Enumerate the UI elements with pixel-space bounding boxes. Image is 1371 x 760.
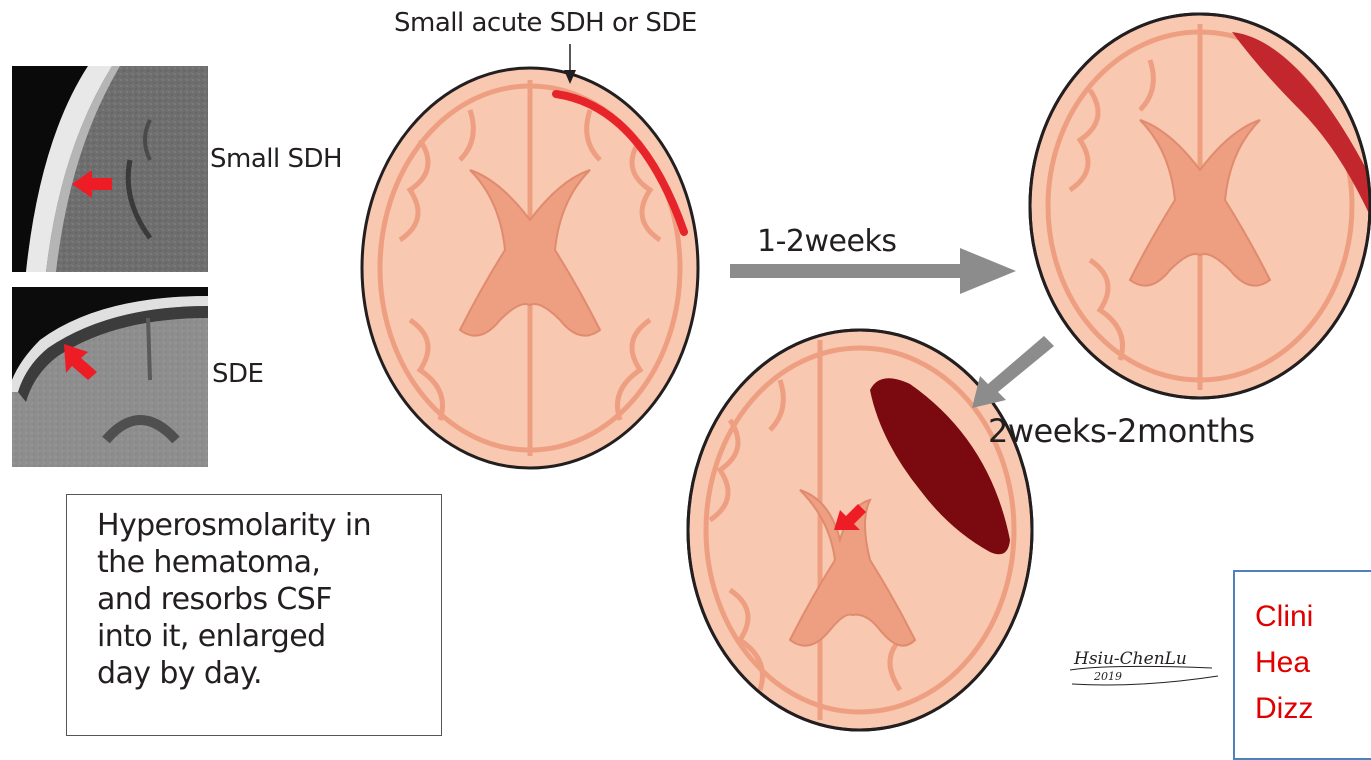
label-sde: SDE xyxy=(212,359,263,389)
label-interval-1: 1-2weeks xyxy=(757,224,896,259)
clinical-line: Clini xyxy=(1255,594,1371,640)
note-box: Hyperosmolarity in the hematoma, and res… xyxy=(66,494,442,736)
label-small-sdh: Small SDH xyxy=(210,144,342,174)
label-small-acute: Small acute SDH or SDE xyxy=(394,8,697,38)
clinical-line: Dizz xyxy=(1255,686,1371,732)
clinical-line: Hea xyxy=(1255,640,1371,686)
clinical-box: Clini Hea Dizz xyxy=(1233,570,1371,760)
brain-subacute xyxy=(1030,14,1371,398)
ct-image-small-sdh xyxy=(12,66,208,272)
ct-image-sde xyxy=(12,287,208,467)
signature-logo: Hsiu-ChenLu 2019 xyxy=(1070,649,1218,685)
brain-acute xyxy=(362,68,698,468)
signature-year: 2019 xyxy=(1093,670,1122,683)
note-text: Hyperosmolarity in the hematoma, and res… xyxy=(97,507,441,692)
label-interval-2: 2weeks-2months xyxy=(988,412,1255,450)
arrow-2weeks-2months xyxy=(972,336,1054,408)
